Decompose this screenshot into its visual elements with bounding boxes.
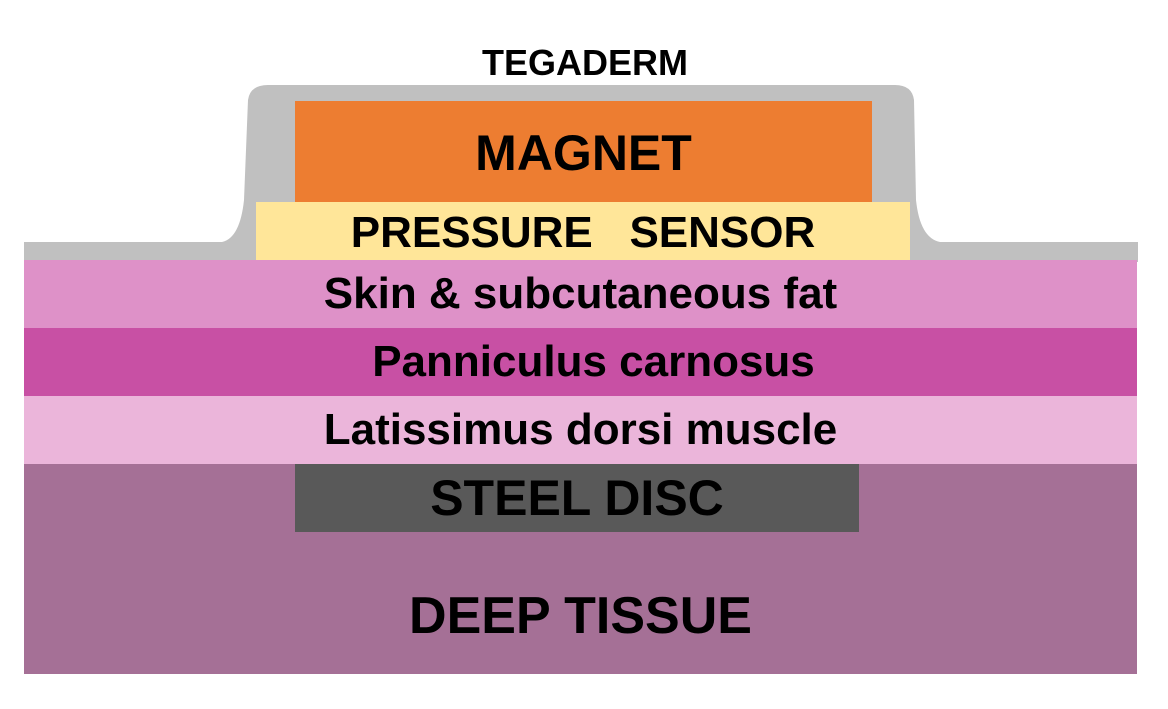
magnet-label: MAGNET (475, 124, 692, 181)
pressure-sensor-label: PRESSURE SENSOR (350, 208, 816, 257)
pressure-sensor-layer: PRESSURE SENSOR (256, 202, 910, 260)
steel-disc-label: STEEL DISC (430, 470, 724, 526)
tegaderm-label: TEGADERM (482, 42, 688, 83)
deep-tissue-layer: DEEP TISSUE (24, 464, 1137, 674)
steel-disc-layer: STEEL DISC (295, 464, 859, 532)
deep-tissue-label: DEEP TISSUE (409, 587, 752, 645)
latissimus-dorsi-label: Latissimus dorsi muscle (323, 405, 838, 454)
latissimus-dorsi-layer: Latissimus dorsi muscle (24, 396, 1137, 464)
panniculus-carnosus-label: Panniculus carnosus (372, 337, 815, 386)
skin-fat-layer: Skin & subcutaneous fat (24, 260, 1137, 328)
skin-fat-label: Skin & subcutaneous fat (323, 269, 838, 318)
panniculus-carnosus-layer: Panniculus carnosus (24, 328, 1137, 396)
magnet-layer: MAGNET (295, 101, 872, 202)
